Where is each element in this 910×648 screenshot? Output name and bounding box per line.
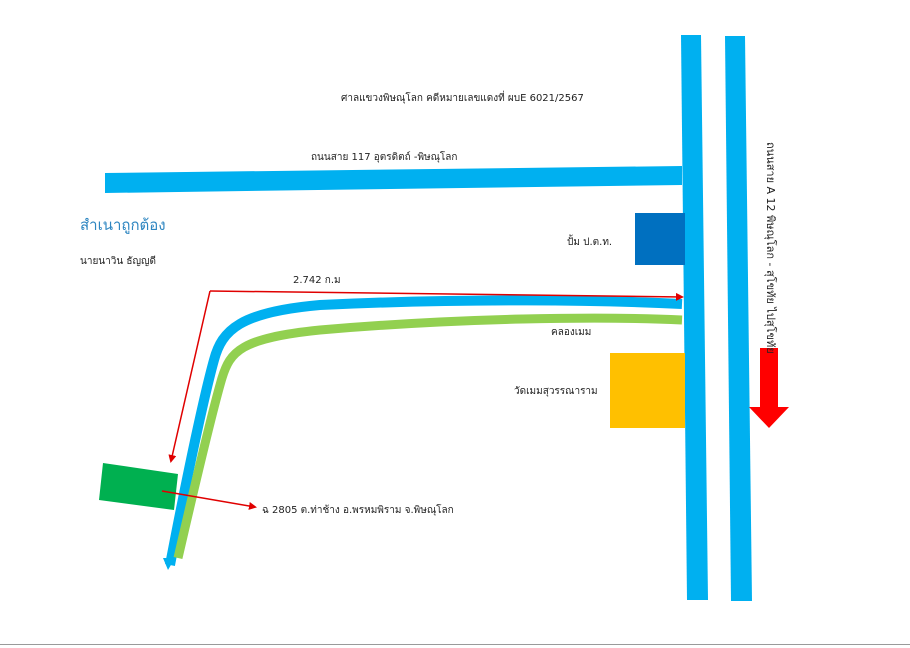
road-117-label: ถนนสาย 117 อุตรดิตถ์ -พิษณุโลก	[311, 152, 458, 163]
certified-copy-stamp: สำเนาถูกต้อง	[80, 216, 166, 234]
ptt-pump-block	[635, 213, 685, 265]
distance-line-horizontal	[209, 290, 684, 301]
down-arrow-icon	[749, 348, 789, 428]
road-117	[105, 166, 682, 193]
certifier-name: นายนาวิน ธัญญดี	[80, 256, 157, 267]
highway-a12-lane-right	[725, 36, 752, 601]
local-road	[165, 295, 683, 566]
highway-a12-lane-left	[681, 35, 708, 600]
parcel-pointer-line	[161, 490, 257, 510]
canal	[173, 313, 683, 560]
bottom-divider	[0, 644, 910, 645]
temple-block	[610, 353, 685, 428]
road-a12-label: ถนนสาย A 12 พิษณุโลก - สุโขทัย ไปสุโขทัย	[764, 142, 777, 354]
distance-label: 2.742 ก.ม	[293, 275, 341, 286]
canal-label: คลองเมม	[551, 327, 592, 338]
temple-label: วัดเมมสุวรรณาราม	[514, 386, 598, 397]
ptt-pump-label: ปั้ม ป.ต.ท.	[567, 237, 613, 248]
land-parcel-block	[99, 463, 178, 510]
parcel-label: ฉ 2805 ต.ท่าช้าง อ.พรหมพิราม จ.พิษณุโลก	[262, 505, 454, 516]
court-title: ศาลแขวงพิษณุโลก คดีหมายเลขแดงที่ ผบE 602…	[341, 93, 584, 104]
local-road-end-tip	[163, 558, 175, 570]
distance-line-vertical	[168, 290, 211, 463]
